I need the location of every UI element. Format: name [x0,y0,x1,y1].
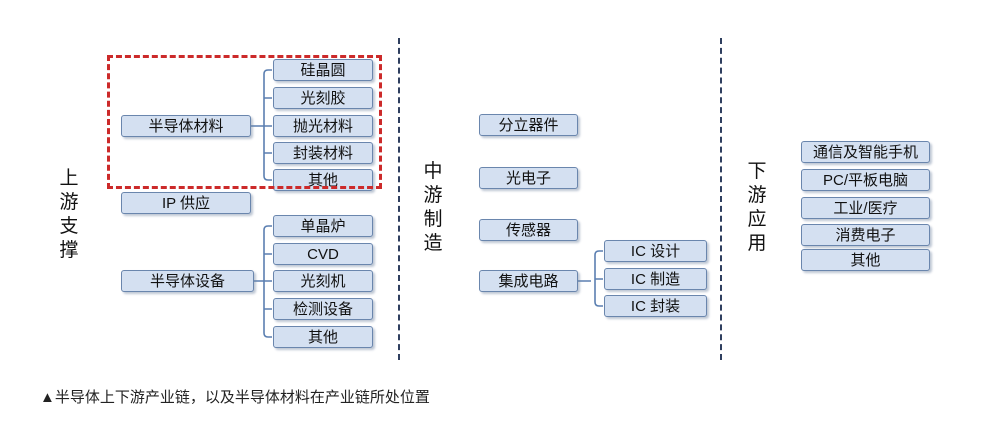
node-communications-smartphones: 通信及智能手机 [801,141,930,163]
node-integrated-circuit: 集成电路 [479,270,578,292]
node-optoelectronics: 光电子 [479,167,578,189]
node-silicon-wafer: 硅晶圆 [273,59,373,81]
node-ip-supply: IP 供应 [121,192,251,214]
node-ic-design: IC 设计 [604,240,707,262]
node-ic-packaging: IC 封装 [604,295,707,317]
node-packaging-materials: 封装材料 [273,142,373,164]
midstream-section-label: 中游制造 [423,161,443,254]
node-ic-manufacturing: IC 制造 [604,268,707,290]
node-downstream-other: 其他 [801,249,930,271]
downstream-section-label: 下游应用 [747,161,767,254]
node-cvd: CVD [273,243,373,265]
figure-caption: ▲半导体上下游产业链，以及半导体材料在产业链所处位置 [40,389,430,406]
upstream-section-label: 上游支撑 [59,168,79,261]
node-materials-other: 其他 [273,169,373,191]
node-pc-tablets: PC/平板电脑 [801,169,930,191]
node-discrete-devices: 分立器件 [479,114,578,136]
materials-connector [251,69,272,181]
node-sensors: 传感器 [479,219,578,241]
node-crystal-furnace: 单晶炉 [273,215,373,237]
divider-upstream-midstream [398,38,400,360]
node-inspection-equipment: 检测设备 [273,298,373,320]
node-semiconductor-equipment: 半导体设备 [121,270,254,292]
node-photoresist: 光刻胶 [273,87,373,109]
node-equipment-other: 其他 [273,326,373,348]
divider-midstream-downstream [720,38,722,360]
ic-connector [578,250,603,307]
equipment-connector [254,225,272,338]
node-consumer-electronics: 消费电子 [801,224,930,246]
node-lithography-machine: 光刻机 [273,270,373,292]
node-polishing-materials: 抛光材料 [273,115,373,137]
node-industrial-medical: 工业/医疗 [801,197,930,219]
node-semiconductor-materials: 半导体材料 [121,115,251,137]
materials-highlight-box [107,55,382,189]
